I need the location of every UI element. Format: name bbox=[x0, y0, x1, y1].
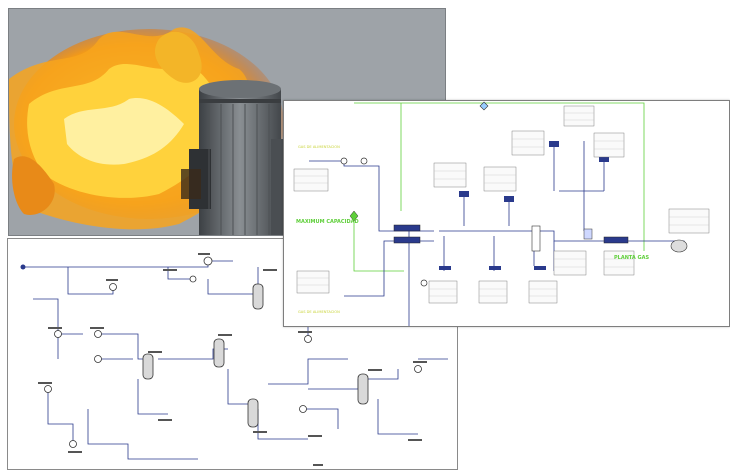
pump-icon bbox=[203, 256, 213, 266]
stream-tags bbox=[38, 253, 427, 466]
valve-icon bbox=[599, 156, 609, 162]
mixer-icon bbox=[583, 228, 593, 240]
valve-icon bbox=[459, 191, 469, 197]
column-icon bbox=[357, 373, 369, 405]
column-icon bbox=[252, 283, 264, 310]
heat-exchanger-icon bbox=[393, 224, 421, 232]
heater-icon bbox=[54, 330, 62, 338]
equipment bbox=[20, 256, 422, 448]
pump-icon bbox=[304, 335, 312, 343]
equipment bbox=[340, 101, 688, 287]
pump-icon bbox=[69, 440, 77, 448]
valve-icon bbox=[549, 141, 559, 147]
feed-node bbox=[20, 264, 26, 270]
pump-icon bbox=[109, 283, 117, 291]
heat-exchanger-icon bbox=[603, 236, 629, 244]
manifold-icon bbox=[531, 225, 541, 252]
cooler-icon bbox=[94, 355, 102, 363]
valve-icon bbox=[534, 266, 546, 270]
max-capacity-label: MAXIMUM CAPACIDAD bbox=[296, 219, 359, 225]
pfd-left-drawing bbox=[20, 253, 448, 466]
valve-icon bbox=[504, 196, 514, 202]
vessel-icon bbox=[670, 239, 688, 253]
energy-loop bbox=[354, 102, 645, 251]
valve-icon bbox=[340, 157, 348, 165]
heater-icon bbox=[94, 330, 102, 338]
valve-icon bbox=[489, 266, 501, 270]
stream-data-tables bbox=[293, 105, 710, 304]
flare-stack-photo bbox=[8, 8, 446, 236]
pump-icon bbox=[414, 365, 422, 373]
table-rules bbox=[294, 112, 709, 297]
pump-icon bbox=[299, 405, 307, 413]
heat-exchanger-icon bbox=[393, 236, 421, 244]
pump-icon bbox=[189, 275, 197, 283]
pump-icon bbox=[44, 385, 52, 393]
flare-stack-illustration bbox=[9, 9, 445, 235]
gas-plant-label: PLANTA GAS bbox=[614, 255, 650, 261]
separator-icon bbox=[142, 353, 154, 380]
valve-icon bbox=[439, 266, 451, 270]
pfd-right-drawing: GAS DE ALIMENTACION GAS DE ALIMENTACION … bbox=[293, 101, 710, 326]
valve-icon bbox=[360, 157, 368, 165]
separator-icon bbox=[213, 338, 225, 368]
set-icon bbox=[349, 210, 359, 222]
feed-gas-label-bottom: GAS DE ALIMENTACION bbox=[298, 310, 340, 314]
valve-icon bbox=[420, 279, 428, 287]
process-flow-diagram-right: GAS DE ALIMENTACION GAS DE ALIMENTACION … bbox=[283, 100, 730, 327]
separator-icon bbox=[247, 398, 259, 428]
feed-gas-label-top: GAS DE ALIMENTACION bbox=[298, 145, 340, 149]
energy-line bbox=[353, 216, 404, 272]
